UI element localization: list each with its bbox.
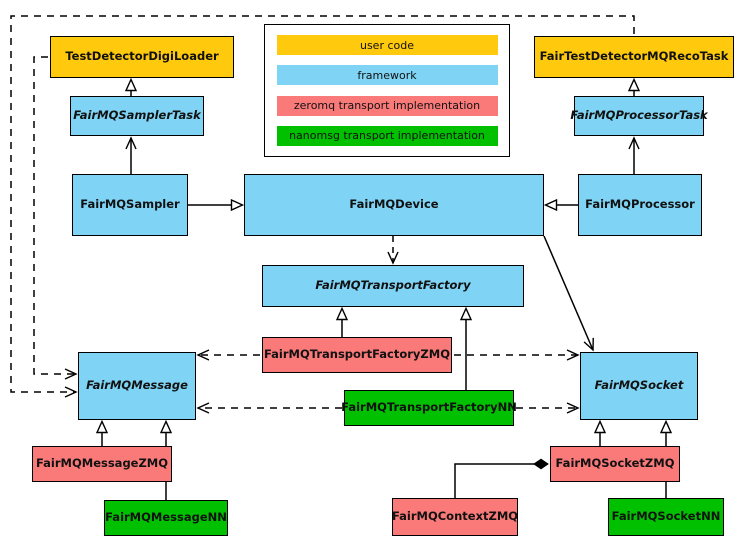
class-box-fairmqmessagenn[interactable]: FairMQMessageNN [104,500,228,536]
legend-item-user-code: user code [276,35,498,56]
class-box-fairmqsocket[interactable]: FairMQSocket [580,352,698,420]
legend-label-nanomsg: nanomsg transport implementation [289,129,485,143]
class-box-testdetectordigiloader[interactable]: TestDetectorDigiLoader [50,36,234,78]
legend: user code framework zeromq transport imp… [264,24,510,157]
class-box-fairmqsampler[interactable]: FairMQSampler [72,174,188,236]
edge-device-socket [543,235,594,352]
legend-item-framework: framework [276,65,498,86]
legend-item-nanomsg: nanomsg transport implementation [276,125,498,146]
class-box-fairmqsocketnn[interactable]: FairMQSocketNN [608,498,724,536]
legend-label-framework: framework [357,68,417,82]
class-box-fairmqtransportfactoryzmq[interactable]: FairMQTransportFactoryZMQ [262,337,452,373]
edge-socketzmq-contextzmq [454,458,549,498]
class-box-fairmqprocessortask[interactable]: FairMQProcessorTask [570,96,708,136]
class-box-fairtestdetectormqrecotask[interactable]: FairTestDetectorMQRecoTask [534,36,734,78]
class-box-fairmqsocketzmq[interactable]: FairMQSocketZMQ [550,446,680,482]
class-box-fairmqdevice[interactable]: FairMQDevice [244,174,544,236]
class-box-fairmqtransportfactory[interactable]: FairMQTransportFactory [262,265,524,307]
legend-label-user-code: user code [359,38,415,52]
class-box-fairmqmessagezmq[interactable]: FairMQMessageZMQ [32,446,172,482]
class-box-fairmqprocessor[interactable]: FairMQProcessor [578,174,702,236]
class-box-fairmqmessage[interactable]: FairMQMessage [78,352,196,420]
legend-label-zeromq: zeromq transport implementation [293,99,481,113]
legend-item-zeromq: zeromq transport implementation [276,95,498,116]
class-box-fairmqsamplertask[interactable]: FairMQSamplerTask [70,96,204,136]
class-box-fairmqcontextzmq[interactable]: FairMQContextZMQ [392,498,518,536]
class-box-fairmqtransportfactorynn[interactable]: FairMQTransportFactoryNN [341,390,517,426]
